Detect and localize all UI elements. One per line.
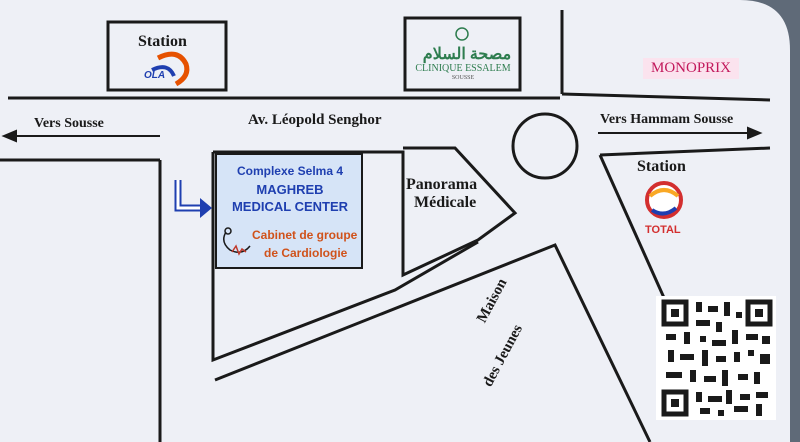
ola-logo-text: OLA — [144, 70, 166, 81]
medical-center-line5: de Cardiologie — [264, 246, 348, 260]
qr-code-icon — [656, 296, 776, 420]
clinique-arabic: مصحة السلام — [422, 46, 512, 63]
station-ola-building — [106, 20, 228, 92]
roundabout — [511, 112, 579, 180]
ola-logo-icon — [151, 51, 190, 87]
avenue-label: Av. Léopold Senghor — [248, 112, 382, 128]
clinique-building — [403, 16, 522, 92]
road-lines — [0, 10, 771, 442]
stethoscope-icon — [223, 227, 251, 256]
medical-center-line4: Cabinet de groupe — [252, 228, 358, 242]
clinique-latin: CLINIQUE ESSALEM — [415, 63, 511, 74]
station-total-label: Station — [637, 158, 686, 175]
total-logo-icon — [645, 181, 683, 219]
arrow-right-icon — [598, 126, 763, 140]
bent-arrow-icon — [174, 180, 212, 218]
total-logo-text: TOTAL — [645, 224, 681, 236]
vers-hammam-sousse-label: Vers Hammam Sousse — [600, 112, 734, 127]
station-ola-label: Station — [138, 33, 187, 50]
panorama-line1: Panorama — [406, 176, 478, 193]
panorama-line2: Médicale — [414, 194, 477, 211]
medical-center-line2: MAGHREB — [256, 182, 324, 197]
clinique-city: SOUSSE — [451, 75, 475, 81]
vers-sousse-label: Vers Sousse — [34, 116, 104, 131]
medical-center-line3: MEDICAL CENTER — [231, 199, 349, 214]
monoprix-logo: MONOPRIX — [643, 58, 740, 79]
medical-center-box — [215, 153, 363, 269]
medical-center-line1: Complexe Selma 4 — [236, 164, 344, 178]
arrow-left-icon — [1, 129, 160, 143]
clinique-emblem-icon — [455, 27, 469, 41]
